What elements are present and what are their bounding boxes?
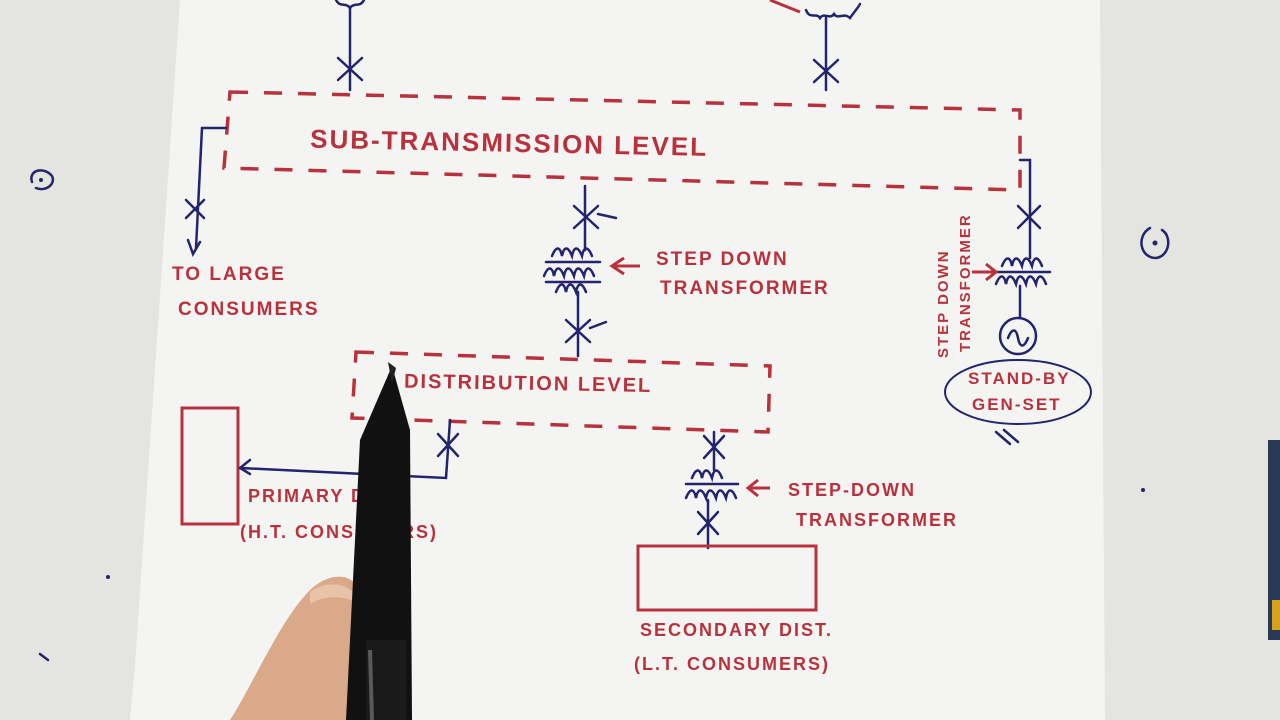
- step-down-label-2: TRANSFORMER: [660, 278, 830, 299]
- top-right-feeder: [769, 0, 862, 92]
- large-consumers-label-2: CONSUMERS: [178, 299, 320, 320]
- standby-label-1: STAND-BY: [968, 369, 1071, 388]
- standby-ellipse: [944, 359, 1092, 425]
- right-edge-accent: [1272, 600, 1280, 630]
- margin-dot-small-2: [106, 575, 110, 579]
- pen-marker: [346, 362, 412, 720]
- step-down-2-arrow: [745, 478, 770, 498]
- transformer-icon: [684, 469, 740, 503]
- margin-dot-left: [30, 169, 55, 191]
- distribution-box: [350, 350, 772, 434]
- circuit-breaker-icon: [1016, 204, 1042, 230]
- distribution-label: DISTRIBUTION LEVEL: [404, 371, 653, 397]
- vertical-step-down-label-1: STEP DOWN: [935, 249, 952, 358]
- vertical-step-down-arrow: [972, 262, 999, 282]
- circuit-breaker-icon: [696, 510, 720, 536]
- right-edge-strip: [1268, 440, 1280, 640]
- margin-dot-right: [1140, 226, 1170, 260]
- secondary-dist-box: [636, 544, 818, 612]
- circuit-breaker-icon: [336, 56, 364, 82]
- finger: [230, 576, 367, 720]
- primary-dist-box: [180, 406, 240, 526]
- step-down-arrow: [609, 256, 640, 276]
- circuit-breaker-icon: [702, 434, 726, 460]
- step-down-label-1: STEP DOWN: [656, 249, 789, 270]
- sub-transmission-box: [222, 90, 1022, 192]
- large-consumers-label-1: TO LARGE: [172, 264, 286, 285]
- circuit-breaker-icon: [572, 204, 618, 230]
- transformer-icon: [994, 257, 1052, 289]
- step-down-2-label-1: STEP-DOWN: [788, 480, 916, 500]
- circuit-breaker-icon: [436, 432, 460, 458]
- margin-dot-small: [1141, 488, 1145, 492]
- circuit-breaker-icon: [564, 318, 608, 344]
- large-consumers-feeder: [184, 126, 228, 257]
- generator-icon: [998, 316, 1038, 356]
- circuit-breaker-icon: [184, 198, 206, 220]
- secondary-dist-label-1: SECONDARY DIST.: [640, 620, 833, 640]
- step-down-2-label-2: TRANSFORMER: [796, 510, 958, 530]
- central-feeder: [542, 184, 618, 358]
- double-tick-mark: [994, 428, 1020, 446]
- secondary-dist-label-2: (L.T. CONSUMERS): [634, 654, 830, 674]
- primary-feeder: [237, 418, 460, 480]
- top-left-feeder: [334, 0, 366, 92]
- standby-feeder: [994, 158, 1052, 356]
- circuit-breaker-icon: [812, 58, 840, 84]
- margin-dot-small-3: [38, 652, 50, 662]
- secondary-feeder: [684, 430, 740, 550]
- standby-label-2: GEN-SET: [972, 395, 1062, 414]
- transformer-icon: [542, 247, 602, 297]
- vertical-step-down-label-2: TRANSFORMER: [957, 213, 974, 352]
